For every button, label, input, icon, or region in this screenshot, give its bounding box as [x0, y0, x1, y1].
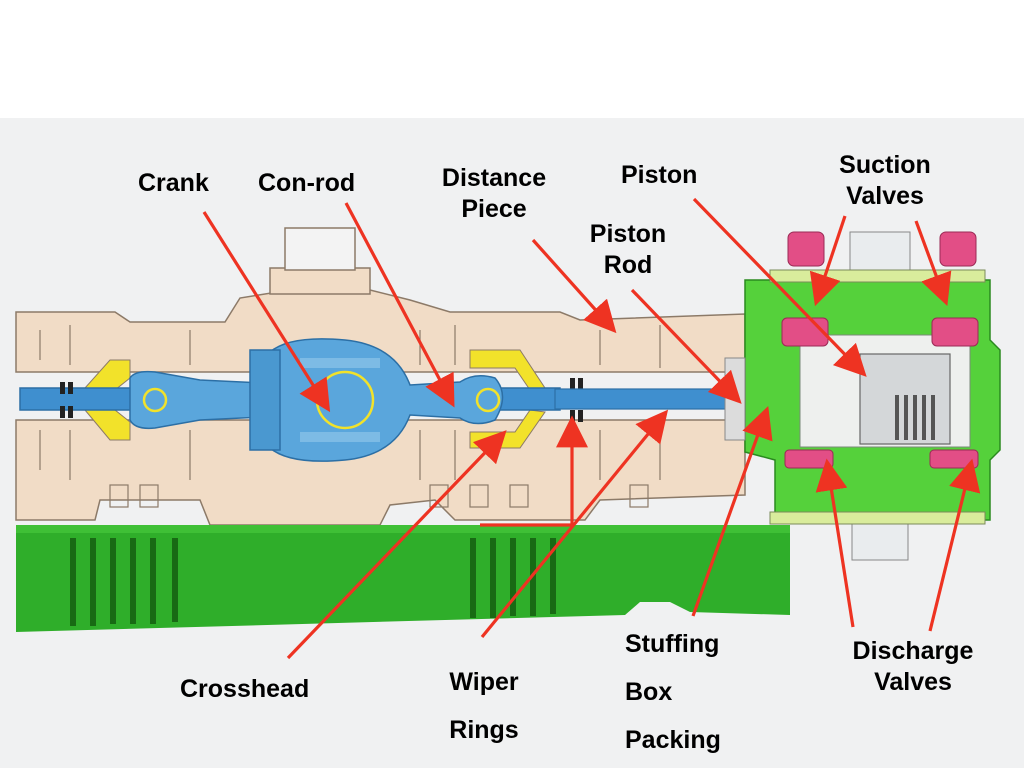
label-distance-piece: Distance Piece: [432, 163, 556, 225]
label-piston-rod-line-1: Piston: [589, 220, 667, 248]
label-piston: Piston: [621, 161, 698, 189]
label-wiper-rings-line-2: Rings: [449, 716, 519, 744]
label-wiper-rings-line-1: Wiper: [449, 668, 519, 696]
label-con-rod: Con-rod: [258, 169, 356, 197]
label-piston-rod-line-2: Rod: [603, 251, 653, 279]
label-crank: Crank: [138, 169, 209, 197]
label-stuffing-box-packing: Stuffing Box Packing: [625, 620, 721, 764]
label-suction-valves-line-1: Suction: [839, 151, 931, 179]
base-skid: [16, 525, 790, 632]
suction-valve-right: [931, 231, 979, 347]
label-stuffing-box-packing-line-1: Stuffing: [625, 630, 720, 658]
label-discharge-valves: Discharge Valves: [840, 636, 986, 698]
label-discharge-valves-line-2: Valves: [874, 668, 952, 696]
label-discharge-valves-line-1: Discharge: [852, 637, 974, 665]
callout-arrows: [202, 197, 981, 660]
frame-detail-lines: [39, 325, 661, 508]
label-suction-valves: Suction Valves: [826, 150, 944, 212]
label-stuffing-box-packing-line-2: Box: [625, 678, 673, 706]
label-piston-rod: Piston Rod: [578, 219, 678, 281]
label-distance-piece-line-1: Distance: [441, 164, 547, 192]
label-suction-valves-line-2: Valves: [846, 182, 924, 210]
label-crosshead: Crosshead: [180, 675, 310, 703]
label-stuffing-box-packing-line-3: Packing: [625, 726, 721, 754]
running-gear: [19, 338, 561, 462]
label-wiper-rings: Wiper Rings: [436, 658, 532, 754]
label-distance-piece-line-2: Piece: [461, 195, 527, 223]
